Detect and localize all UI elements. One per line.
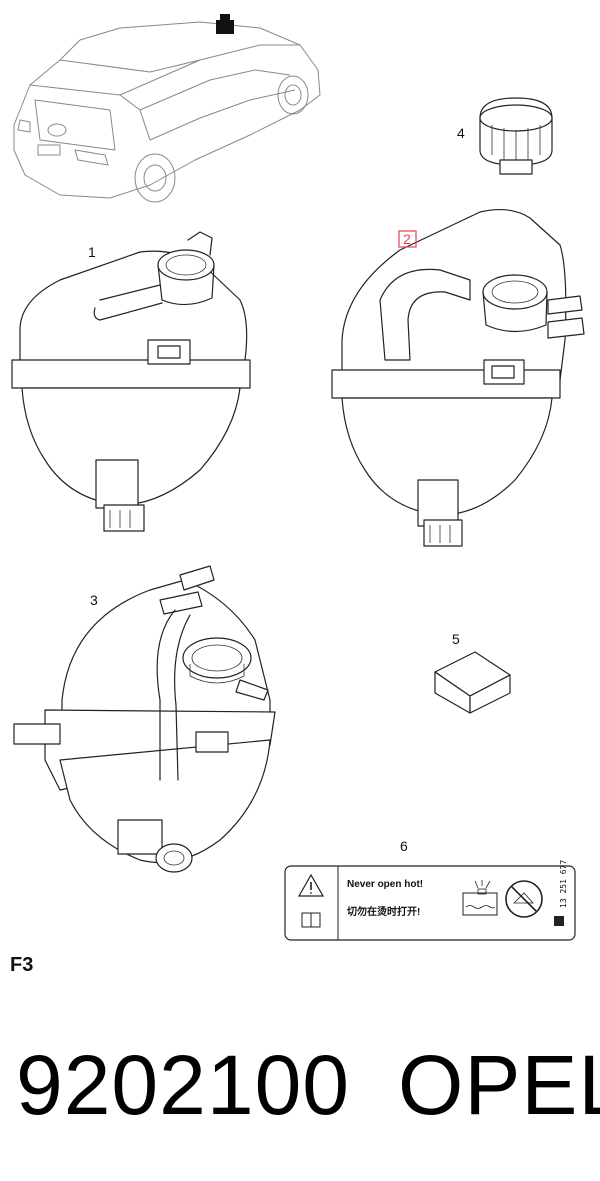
warning-triangle-icon: [297, 873, 325, 897]
no-open-cap-icon: [505, 880, 543, 918]
callout-1: 1: [88, 244, 96, 260]
callout-4: 4: [457, 125, 465, 141]
part-1-expansion-tank: [11, 231, 251, 532]
brand-name: OPEL: [398, 1038, 600, 1132]
part-6-warning-label: Never open hot! 切勿在烫时打开! 13 251 677: [284, 860, 576, 941]
label-chinese-warning: 切勿在烫时打开!: [347, 905, 420, 918]
reservoir-location-marker: [216, 14, 234, 34]
vehicle-locator-illustration: [13, 14, 321, 203]
part-3-expansion-tank: [13, 565, 276, 873]
label-barcode-icon: [554, 916, 564, 926]
callout-6: 6: [400, 838, 408, 854]
label-part-code: 13 251 677: [559, 860, 568, 908]
part-5-foam-pad: [434, 651, 511, 714]
callout-5: 5: [452, 631, 460, 647]
section-label: F3: [10, 954, 34, 976]
part-number: 9202100: [16, 1038, 351, 1132]
callout-3: 3: [90, 592, 98, 608]
part-4-reservoir-cap: [479, 97, 553, 175]
callout-2-highlight: [398, 230, 417, 248]
coolant-reservoir-icon: [462, 880, 498, 916]
label-english-warning: Never open hot!: [347, 879, 423, 890]
part-2-expansion-tank: [331, 208, 585, 547]
manual-book-icon: [301, 912, 321, 928]
callout-2: 2: [403, 231, 411, 247]
